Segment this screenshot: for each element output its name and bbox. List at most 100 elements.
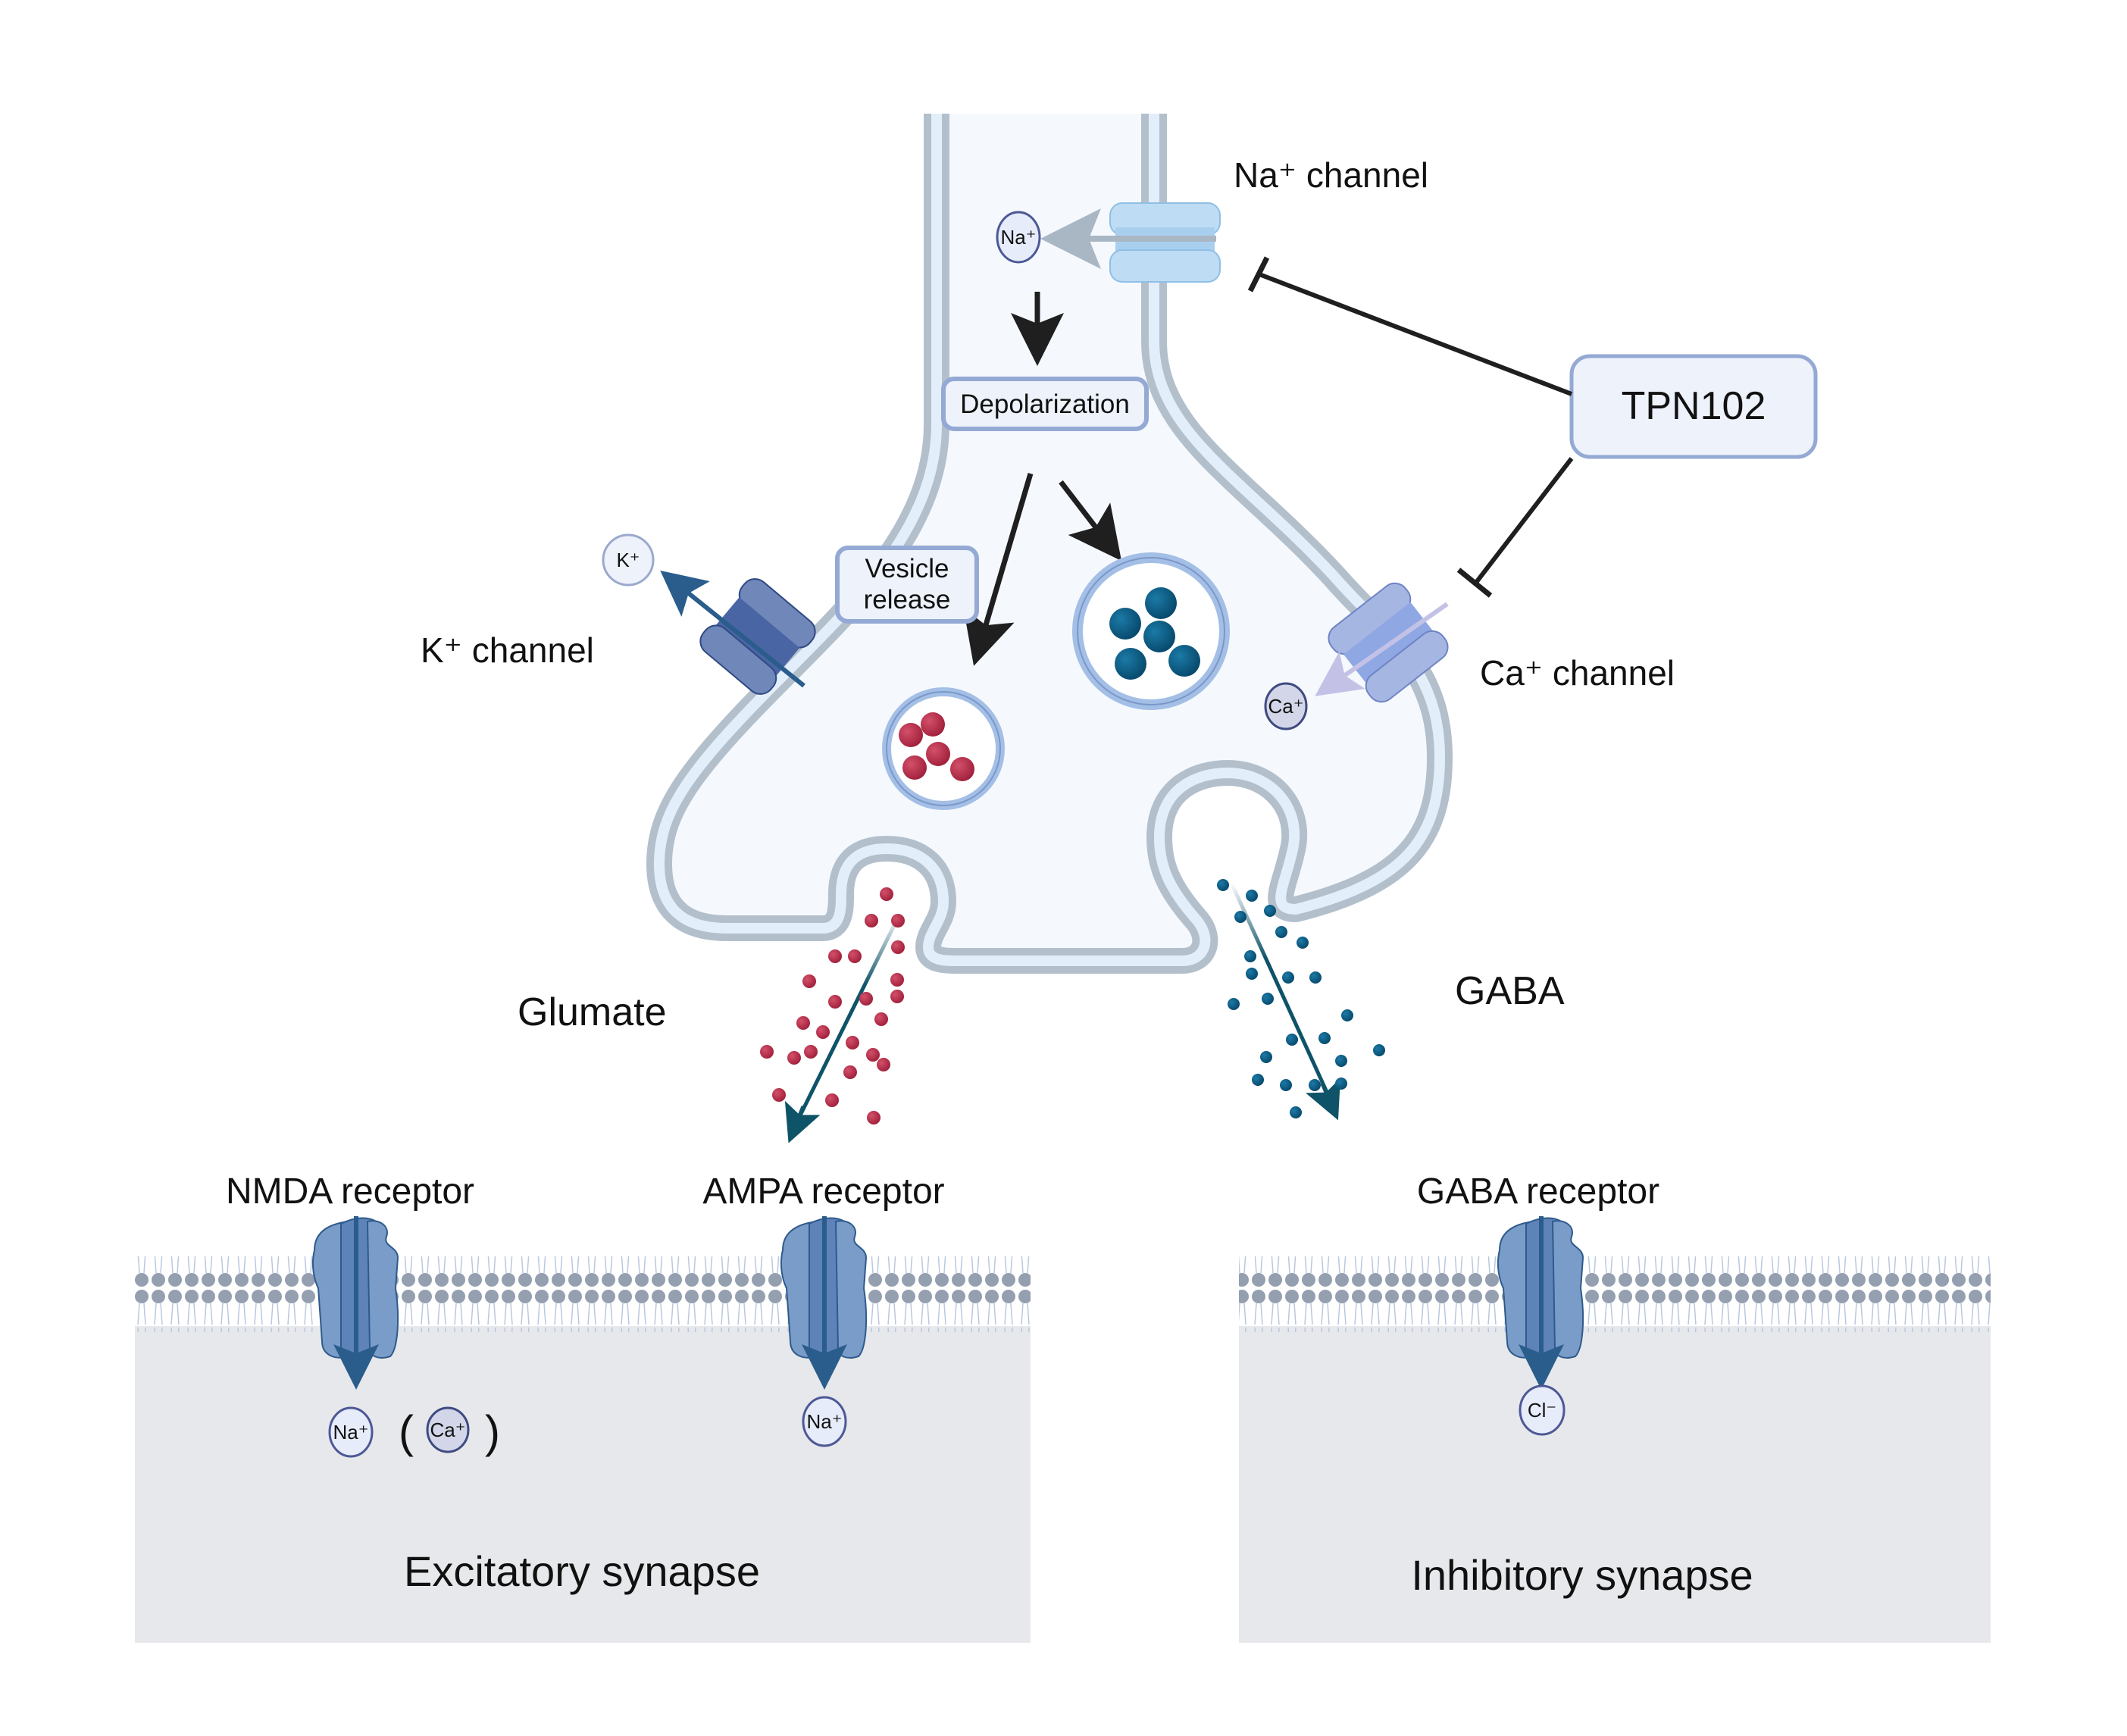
glutamate-molecule — [859, 992, 873, 1006]
glutamate-molecule — [874, 1012, 888, 1026]
gaba-cl-ion: Cl⁻ — [1519, 1384, 1566, 1436]
glutamate-release-arrow — [795, 912, 902, 1123]
gaba-molecule — [1286, 1034, 1298, 1046]
glutamate-molecule — [926, 742, 950, 766]
svg-text:Na⁺: Na⁺ — [807, 1410, 843, 1433]
nmda-na-ion: Na⁺ — [328, 1406, 374, 1458]
nmda-ca-ion: Ca⁺ — [426, 1406, 470, 1453]
svg-text:Na⁺: Na⁺ — [333, 1421, 369, 1444]
glutamate-molecule — [846, 1036, 859, 1049]
glutamate-vesicle — [882, 687, 1005, 810]
gaba-molecule — [1252, 1074, 1264, 1086]
gaba-molecule — [1290, 1106, 1302, 1118]
na-channel — [1109, 202, 1221, 283]
glutamate-release-arrowhead — [784, 1100, 821, 1143]
vesicle-release-box: Vesicle release — [835, 546, 979, 624]
glutamate-cloud — [760, 887, 905, 1124]
svg-text:Cl⁻: Cl⁻ — [1528, 1399, 1556, 1422]
glutamate-molecule — [816, 1025, 830, 1039]
nmda-receptor-label: NMDA receptor — [226, 1171, 474, 1212]
glutamate-molecule — [877, 1058, 890, 1071]
k-efflux-arrow — [660, 570, 805, 688]
glutamate-molecule — [890, 973, 904, 987]
gaba-molecule — [1335, 1078, 1347, 1090]
glutamate-molecule — [891, 914, 905, 927]
gaba-label: GABA — [1455, 969, 1565, 1013]
glutamate-molecule — [848, 949, 862, 963]
k-channel-label: K⁺ channel — [421, 630, 594, 670]
gaba-molecule — [1244, 950, 1256, 962]
gaba-molecule — [1168, 645, 1200, 677]
depolarization-to-blue-vesicle-arrow — [1059, 480, 1122, 561]
nmda-receptor — [311, 1216, 399, 1390]
gaba-molecule — [1234, 911, 1246, 923]
gaba-receptor — [1497, 1216, 1584, 1390]
glutamate-molecule — [825, 1093, 839, 1107]
ca-channel-label: Ca⁺ channel — [1480, 653, 1675, 693]
svg-text:TPN102: TPN102 — [1622, 384, 1766, 428]
svg-text:Na⁺: Na⁺ — [1001, 226, 1037, 249]
glutamate-molecule — [796, 1016, 810, 1030]
na-ion-intracellular: Na⁺ — [996, 211, 1041, 264]
gaba-receptor-label: GABA receptor — [1417, 1171, 1659, 1212]
glutamate-molecule — [865, 914, 878, 927]
excitatory-synapse-label: Excitatory synapse — [404, 1547, 760, 1595]
presynaptic-terminal — [646, 76, 1453, 974]
gaba-molecule — [1115, 648, 1146, 680]
glutamate-molecule — [899, 723, 923, 747]
gaba-vesicle — [1072, 552, 1230, 710]
svg-text:Ca⁺: Ca⁺ — [1268, 695, 1304, 718]
svg-text:Depolarization: Depolarization — [960, 389, 1130, 419]
gaba-cloud — [1217, 879, 1385, 1118]
gaba-molecule — [1143, 621, 1175, 652]
svg-text:Ca⁺: Ca⁺ — [430, 1419, 466, 1441]
gaba-molecule — [1309, 971, 1322, 984]
glutamate-label: Glumate — [518, 990, 667, 1034]
gaba-molecule — [1145, 587, 1177, 619]
gaba-molecule — [1264, 905, 1276, 917]
gaba-molecule — [1309, 1079, 1321, 1091]
gaba-molecule — [1318, 1032, 1331, 1044]
glutamate-molecule — [921, 712, 945, 737]
glutamate-molecule — [891, 940, 905, 954]
inhibitory-postsynaptic — [1239, 1256, 1991, 1643]
ampa-receptor-label: AMPA receptor — [702, 1171, 944, 1212]
inhibitory-synapse-label: Inhibitory synapse — [1411, 1551, 1753, 1599]
ca-influx-arrow — [1315, 602, 1449, 696]
glutamate-molecule — [890, 990, 904, 1003]
depolarization-box: Depolarization — [941, 377, 1149, 431]
glutamate-molecule — [828, 995, 842, 1009]
gaba-molecule — [1297, 937, 1309, 949]
glutamate-molecule — [902, 755, 927, 780]
gaba-molecule — [1217, 879, 1229, 891]
svg-text:Vesicle: Vesicle — [865, 554, 949, 583]
gaba-molecule — [1246, 968, 1258, 980]
gaba-molecule — [1335, 1055, 1347, 1067]
tpn102-inhibits-ca-channel — [1456, 457, 1574, 598]
gaba-molecule — [1260, 1051, 1272, 1063]
na-channel-label: Na⁺ channel — [1234, 155, 1428, 195]
gaba-molecule — [1373, 1044, 1385, 1056]
excitatory-postsynaptic — [135, 1256, 1031, 1643]
k-ion-extracellular: K⁺ — [602, 533, 655, 586]
gaba-molecule — [1109, 608, 1141, 640]
paren-open: ( — [399, 1406, 414, 1457]
glutamate-molecule — [867, 1111, 881, 1124]
gaba-release-arrow — [1229, 881, 1332, 1100]
gaba-release-arrowhead — [1306, 1078, 1341, 1121]
terminal-membrane — [646, 114, 1453, 974]
glutamate-molecule — [880, 887, 893, 901]
gaba-molecule — [1280, 1079, 1292, 1091]
glutamate-molecule — [804, 1045, 818, 1059]
gaba-molecule — [1246, 890, 1258, 902]
gaba-molecule — [1228, 998, 1240, 1010]
glutamate-molecule — [802, 974, 816, 988]
tpn102-box[interactable]: TPN102 — [1569, 354, 1818, 459]
glutamate-molecule — [950, 757, 974, 781]
paren-close: ) — [485, 1406, 500, 1457]
gaba-molecule — [1341, 1009, 1353, 1021]
k-channel — [699, 578, 816, 695]
glutamate-molecule — [760, 1045, 774, 1059]
svg-text:K⁺: K⁺ — [616, 549, 640, 571]
